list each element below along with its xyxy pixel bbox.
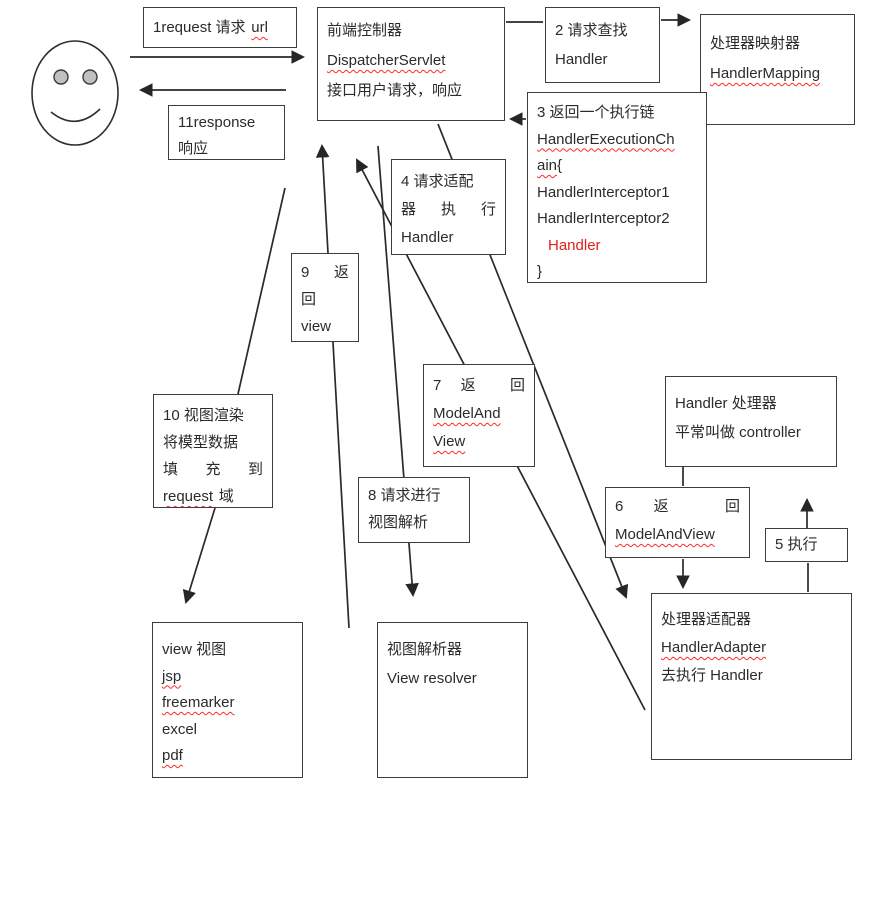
step8-view-resolve-box: 8 请求进行 视图解析 (358, 477, 470, 543)
view-excel: excel (162, 720, 198, 738)
step9-label-2: 回 (301, 291, 317, 308)
step7-mav-2: View (433, 433, 466, 450)
interceptor-2: HandlerInterceptor2 (537, 210, 670, 227)
step5-exec-box: 5 执行 (765, 528, 848, 562)
step11-label: 11response (178, 114, 256, 131)
step3-execution-chain-box: 3 返回一个执行链 HandlerExecutionCh ain{ Handle… (527, 92, 707, 283)
view-resolver-en: View resolver (387, 670, 477, 687)
handler-mapping-box: 处理器映射器 HandlerMapping (700, 14, 855, 125)
dispatcher-servlet-box: 前端控制器 DispatcherServlet 接口用户请求，响应 (317, 7, 505, 121)
smile-mouth (50, 108, 101, 123)
step8-label-2: 视图解析 (368, 514, 429, 531)
view-title: view 视图 (162, 641, 227, 658)
step2-label: 2 请求查找 (555, 22, 628, 39)
step10-label: 10 视图渲染 (163, 407, 244, 424)
step2-find-handler-box: 2 请求查找 Handler (545, 7, 660, 83)
handler-controller-box: Handler 处理器 平常叫做 controller (665, 376, 837, 467)
handler-adapter-box: 处理器适配器 HandlerAdapter 去执行 Handler (651, 593, 852, 760)
right-eye (82, 69, 98, 85)
interceptor-1: HandlerInterceptor1 (537, 183, 670, 201)
handler-mapping-title: 处理器映射器 (710, 35, 801, 52)
view-resolver-box: 视图解析器 View resolver (377, 622, 528, 778)
left-eye (53, 69, 69, 85)
arrow-9-resolver-to-dispatcher (315, 143, 350, 629)
execution-chain-class-2: ain{ (537, 157, 563, 174)
step9-label-1: 9 返 (301, 264, 349, 281)
arrow-10-to-view (182, 507, 216, 604)
view-pdf: pdf (162, 747, 183, 764)
step6-return-mav-box: 6 返 回 ModelAndView (605, 487, 750, 558)
dispatcher-desc: 接口用户请求，响应 (327, 82, 463, 99)
step9-return-view-box: 9 返 回 view (291, 253, 359, 342)
step3-label: 3 返回一个执行链 (537, 104, 655, 121)
step7-return-mav-box: 7 返 回 ModelAnd View (423, 364, 535, 467)
handler-mapping-class: HandlerMapping (710, 65, 821, 82)
handler-adapter-desc: 去执行 Handler (661, 667, 763, 684)
handler-adapter-title: 处理器适配器 (661, 611, 752, 628)
step10-line3: 填 充 到 (163, 461, 263, 478)
step8-label-1: 8 请求进行 (368, 487, 441, 504)
chain-close-brace: } (537, 263, 543, 280)
step6-label: 6 返 回 (615, 498, 740, 515)
step4-adapter-exec-box: 4 请求适配 器 执 行 Handler (391, 159, 506, 255)
handler-desc: 平常叫做 controller (675, 424, 801, 441)
step5-label: 5 执行 (775, 536, 818, 553)
smiley-face-icon (31, 40, 119, 146)
step10-line2: 将模型数据 (163, 434, 239, 451)
chain-handler: Handler (548, 236, 601, 254)
handler-adapter-class: HandlerAdapter (661, 639, 767, 656)
view-resolver-title: 视图解析器 (387, 641, 463, 658)
step7-label: 7 返 回 (433, 377, 525, 394)
view-box: view 视图 jsp freemarker excel pdf (152, 622, 303, 778)
step11-response-box: 11response 响应 (168, 105, 285, 160)
view-freemarker: freemarker (162, 694, 235, 711)
step11-cn: 响应 (178, 140, 209, 157)
execution-chain-class-1: HandlerExecutionCh (537, 130, 675, 148)
step2-handler: Handler (555, 51, 608, 68)
connector-step10-line (237, 187, 286, 395)
view-jsp: jsp (162, 667, 182, 685)
step4-handler: Handler (401, 229, 454, 246)
step7-mav-1: ModelAnd (433, 405, 501, 422)
dispatcher-class-name: DispatcherServlet (327, 52, 446, 69)
step4-label-2: 器 执 行 (401, 201, 496, 218)
handler-title: Handler 处理器 (675, 395, 777, 412)
step9-view: view (301, 318, 332, 335)
step6-mav: ModelAndView (615, 526, 715, 543)
step4-label-1: 4 请求适配 (401, 173, 474, 190)
dispatcher-title: 前端控制器 (327, 22, 403, 39)
